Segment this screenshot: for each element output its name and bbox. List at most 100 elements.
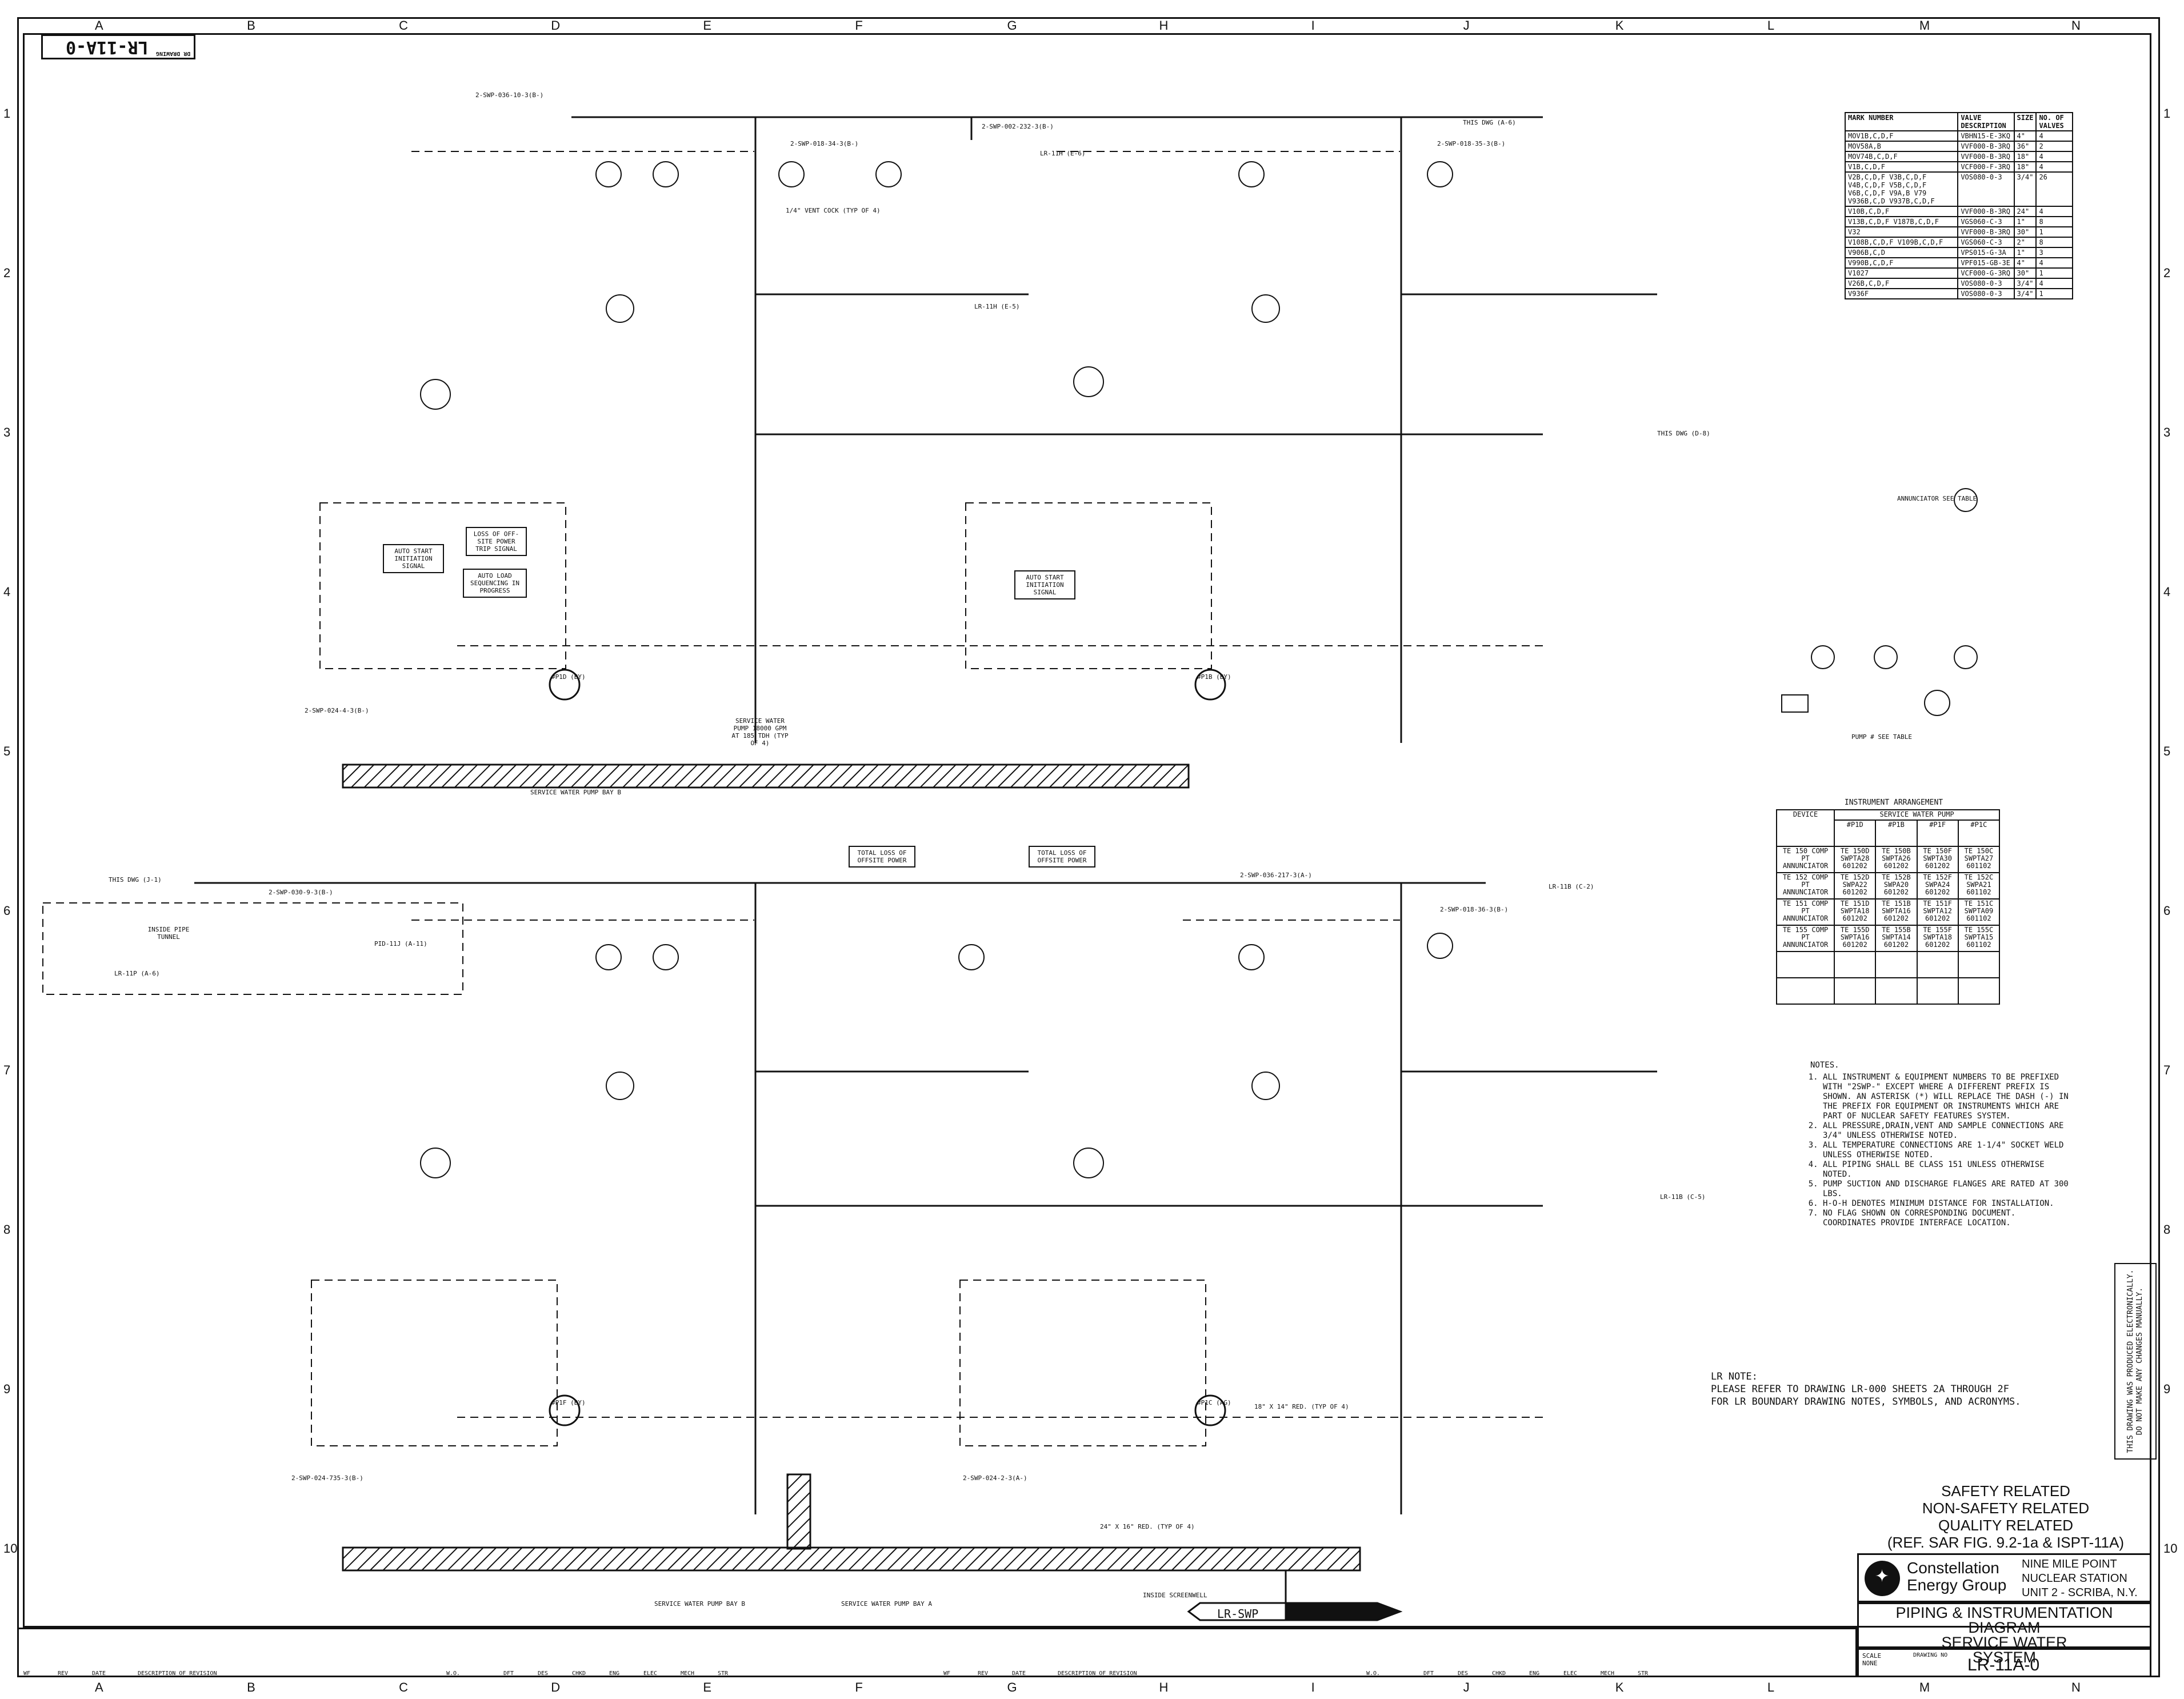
pump-bay-b-floor [342,763,1190,789]
instrument-table: DEVICE SERVICE WATER PUMP #P1D#P1B#P1F#P… [1775,809,2001,1005]
table-cell: V32 [1844,226,1959,238]
zone-letter-bottom: D [551,1680,561,1694]
revision-header-cell: STR [718,1670,729,1677]
table-cell: 1 [2035,288,2073,299]
electronic-note-line1: THIS DRAWING WAS PRODUCED ELECTRONICALLY… [2126,1269,2135,1453]
table-cell: 3 [2035,247,2073,258]
electronic-note-line2: DO NOT MAKE ANY CHANGES MANUALLY. [2135,1287,2144,1436]
table-cell: V2B,C,D,F V3B,C,D,F V4B,C,D,F V5B,C,D,F … [1844,171,1959,207]
table-cell: 3/4" [2013,288,2037,299]
revision-header-cell: ENG [1529,1670,1540,1677]
title-line1: PIPING & INSTRUMENTATION DIAGRAM [1895,1604,2113,1636]
revision-header-cell: CHKD [572,1670,586,1677]
table-cell: TE 150F SWPTA30 601202 [1916,846,1959,873]
table-cell: V108B,C,D,F V109B,C,D,F [1844,237,1959,248]
table-cell: VVF000-B-3RQ [1957,141,2015,152]
table-cell: V936F [1844,288,1959,299]
zone-number-left: 7 [3,1062,11,1077]
safety-line1: SAFETY RELATED [1941,1482,2070,1500]
table-cell: V1027 [1844,267,1959,279]
revision-header-cell: WF [23,1670,31,1677]
revision-header-cell: DATE [92,1670,106,1677]
zone-letter-bottom: F [855,1680,863,1694]
valve-table-header-cell: MARK NUMBER [1844,112,1959,131]
zone-number-right: 3 [2163,425,2171,439]
table-cell: MOV58A,B [1844,141,1959,152]
table-cell: VGS060-C-3 [1957,216,2015,227]
annunciator-ref: ANNUNCIATOR SEE TABLE [1897,495,1977,502]
screenwell-label: INSIDE SCREENWELL [1143,1592,1207,1599]
screenwell-wall [786,1473,811,1550]
instrument-header-cell: #P1D [1834,819,1877,847]
pump-bay-a-floor [342,1546,1361,1572]
pump-p1d-symbol [549,669,581,701]
lr-note-line2: FOR LR BOUNDARY DRAWING NOTES, SYMBOLS, … [1711,1396,2021,1408]
safety-line2: NON-SAFETY RELATED [1922,1500,2090,1517]
table-cell: 4" [2013,257,2037,269]
table-cell: 4 [2035,257,2073,269]
table-cell: 36" [2013,141,2037,152]
line-2swp036-217: 2-SWP-036-217-3(A-) [1240,872,1312,879]
table-cell: TE 150 COMP PT ANNUNCIATOR [1775,846,1835,873]
table-cell: TE 152 COMP PT ANNUNCIATOR [1775,872,1835,900]
table-cell: TE 155D SWPTA16 601202 [1834,925,1877,952]
line-2swp018-34: 2-SWP-018-34-3(B-) [790,140,859,147]
drawing-no: LR-11A-0 [1967,1656,2040,1674]
revision-header-cell: WF [943,1670,951,1677]
line-2swp024-4: 2-SWP-024-4-3(B-) [305,707,369,714]
revision-header-cell: DESCRIPTION OF REVISION [138,1670,217,1677]
revision-header-cell: ENG [609,1670,620,1677]
table-cell: 4 [2035,206,2073,217]
table-cell: 4" [2013,130,2037,142]
company-name-line2: Energy Group [1907,1576,2007,1594]
reducer-note-2: 24" X 16" RED. (TYP OF 4) [1100,1523,1195,1530]
table-row-empty [1775,951,2001,978]
bay-b-label-lower: SERVICE WATER PUMP BAY B [654,1600,745,1608]
safety-line3: QUALITY RELATED [1938,1517,2073,1534]
safety-classification: SAFETY RELATED NON-SAFETY RELATED QUALIT… [1863,1482,2149,1551]
table-cell: VGS060-C-3 [1957,237,2015,248]
pump-p1c-symbol [1194,1394,1226,1426]
zone-number-left: 10 [3,1541,18,1556]
zone-letter-bottom: N [2071,1680,2081,1694]
table-cell: TE 152C SWPA21 601102 [1957,872,2001,900]
note-item: H-O-H DENOTES MINIMUM DISTANCE FOR INSTA… [1823,1199,2073,1209]
table-cell: V10B,C,D,F [1844,206,1959,217]
zone-number-left: 1 [3,106,11,121]
scale-label: SCALE [1862,1652,1882,1660]
table-cell: TE 151 COMP PT ANNUNCIATOR [1775,898,1835,926]
pump-p1d-label: #P1D (BY) [551,673,586,681]
table-cell-empty [1834,977,1877,1005]
zone-number-left: 2 [3,265,11,280]
line-2swp018-36: 2-SWP-018-36-3(B-) [1440,906,1509,913]
pump-p1c-label: #P1C (AG) [1197,1399,1231,1406]
instrument-table-title: INSTRUMENT ARRANGEMENT [1844,798,1943,807]
auto-start-box-1: AUTO START INITIATION SIGNAL [383,544,444,573]
table-cell: V1B,C,D,F [1844,161,1959,173]
line-2swp024-735: 2-SWP-024-735-3(B-) [291,1474,363,1482]
table-cell: 8 [2035,216,2073,227]
table-cell: V26B,C,D,F [1844,278,1959,289]
station-line3: UNIT 2 - SCRIBA, N.Y. [2022,1586,2138,1599]
table-cell: VPS015-G-3A [1957,247,2015,258]
zone-letter-top: M [1919,18,1930,33]
table-cell-empty [1875,977,1918,1005]
tunnel-label: INSIDE PIPE TUNNEL [147,926,190,941]
table-cell: 4 [2035,130,2073,142]
table-cell: 26 [2035,171,2073,207]
